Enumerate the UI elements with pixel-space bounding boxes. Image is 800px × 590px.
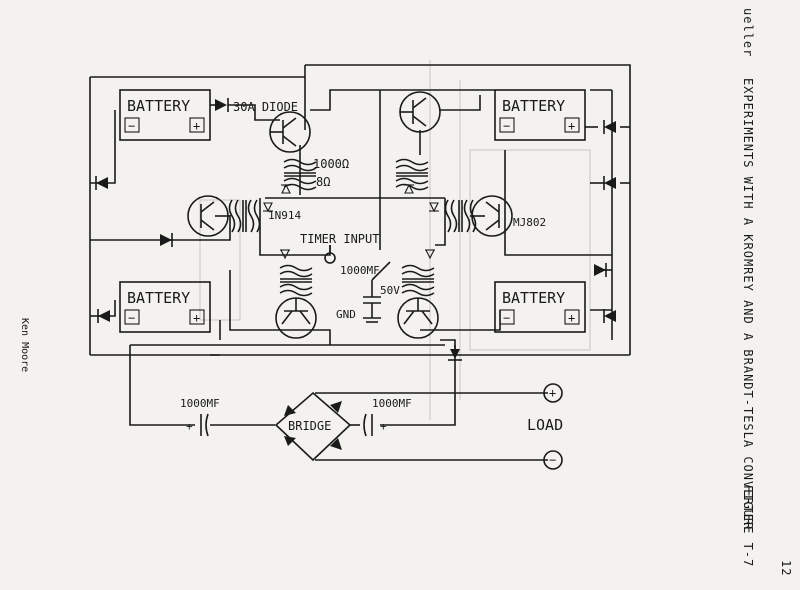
svg-text:BATTERY: BATTERY (502, 97, 565, 115)
svg-text:MJ802: MJ802 (513, 216, 546, 229)
diode-1n914-left: 1N914 (263, 202, 301, 222)
diode-right-1 (603, 120, 616, 134)
svg-text:+: + (186, 420, 193, 433)
label-load: LOAD (527, 416, 563, 434)
diode-right-3 (594, 263, 607, 277)
label-timer-input: TIMER INPUT (300, 232, 379, 246)
svg-text:30A DIODE: 30A DIODE (233, 100, 298, 114)
transistor-mj802: MJ802 (470, 195, 546, 237)
diode-left-mid (160, 233, 173, 247)
transistor-top-center (399, 91, 441, 133)
transformer-right (444, 199, 477, 233)
label-1000-ohm: 1000Ω (313, 157, 349, 171)
capacitor-left-output: 1000MF + (180, 397, 220, 437)
transformer-left (228, 199, 261, 233)
diode-right-2 (603, 176, 616, 190)
diode-left-lower (97, 309, 110, 323)
load-minus-terminal: − (543, 450, 563, 470)
transformer-top-left (283, 158, 317, 191)
transformer-top-right (395, 158, 429, 191)
capacitor-mid (363, 280, 381, 318)
svg-text:+: + (193, 311, 200, 325)
svg-text:1000MF: 1000MF (372, 397, 412, 410)
figure-label: FIGURE T-7 (741, 485, 755, 567)
transistor-left (187, 195, 230, 237)
svg-text:+: + (568, 311, 575, 325)
transistor-bottom-right (397, 297, 439, 339)
svg-text:BATTERY: BATTERY (127, 289, 190, 307)
svg-text:1000MF: 1000MF (180, 397, 220, 410)
page-number: 12 (779, 560, 793, 576)
svg-text:BRIDGE: BRIDGE (288, 419, 331, 433)
svg-text:−: − (503, 311, 510, 325)
svg-text:−: − (549, 453, 556, 467)
transformer-bottom-left (279, 264, 313, 297)
diode-small-lower-right (425, 249, 435, 260)
diode-left-upper (95, 176, 108, 190)
timer-input-terminal (324, 245, 336, 264)
svg-text:−: − (128, 119, 135, 133)
load-plus-terminal: + (543, 383, 563, 403)
battery-top-left: BATTERY − + (119, 89, 211, 141)
label-1000mf-mid: 1000MF (340, 264, 380, 277)
transformer-bottom-right (401, 264, 435, 297)
svg-text:+: + (193, 119, 200, 133)
svg-text:−: − (128, 311, 135, 325)
timer-switch (371, 261, 391, 281)
capacitor-right-output: 1000MF + (363, 397, 412, 437)
label-50v: 50V (380, 284, 400, 297)
svg-text:BATTERY: BATTERY (127, 97, 190, 115)
label-gnd: GND (336, 308, 356, 321)
diode-bottom (448, 349, 462, 361)
label-8-ohm: 8Ω (316, 175, 330, 189)
bridge-rectifier: BRIDGE (274, 391, 352, 462)
svg-text:−: − (503, 119, 510, 133)
transistor-top-left (269, 111, 311, 153)
ground-symbol (363, 317, 381, 323)
author-prefix: ueller (741, 8, 755, 57)
diode-right-4 (603, 309, 616, 323)
battery-bottom-right: BATTERY − + (494, 281, 586, 333)
transistor-bottom-left (275, 297, 317, 339)
page-title: EXPERIMENTS WITH A KROMREY AND A BRANDT-… (741, 78, 755, 530)
diode-small-right (429, 202, 439, 213)
battery-top-right: BATTERY − + (494, 89, 586, 141)
svg-text:+: + (568, 119, 575, 133)
credit: Ken Moore (19, 318, 30, 372)
svg-text:BATTERY: BATTERY (502, 289, 565, 307)
battery-bottom-left: BATTERY − + (119, 281, 211, 333)
svg-text:+: + (549, 386, 556, 400)
diode-small-lower-left (280, 249, 290, 260)
diode-30a: 30A DIODE (215, 98, 298, 114)
svg-text:+: + (380, 420, 387, 433)
svg-text:1N914: 1N914 (268, 209, 301, 222)
